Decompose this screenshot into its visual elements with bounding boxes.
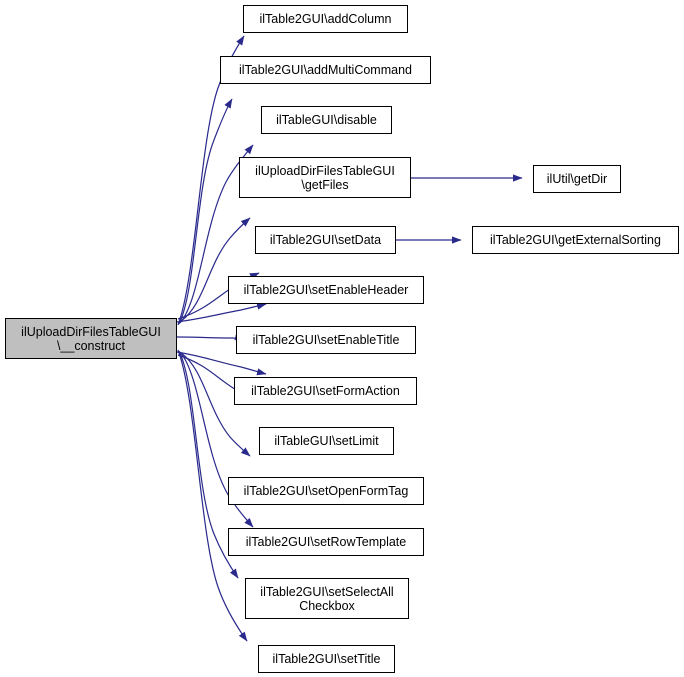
node-setRowTmpl[interactable]: ilTable2GUI\setRowTemplate <box>228 528 424 556</box>
node-setSelAll[interactable]: ilTable2GUI\setSelectAll Checkbox <box>245 578 409 619</box>
call-edge-root-to-setEnTitle <box>176 333 245 341</box>
node-label-disable: ilTableGUI\disable <box>276 113 377 127</box>
call-edge-root-to-getFiles <box>180 217 251 322</box>
call-edge-root-to-setSelAll <box>178 350 239 579</box>
node-getFiles[interactable]: ilUploadDirFilesTableGUI \getFiles <box>239 157 411 198</box>
node-label-getExtSort: ilTable2GUI\getExternalSorting <box>490 233 661 247</box>
node-label-setEnHeader: ilTable2GUI\setEnableHeader <box>243 283 409 297</box>
node-addColumn[interactable]: ilTable2GUI\addColumn <box>243 5 408 33</box>
call-edge-root-to-setFormAct <box>176 351 267 376</box>
node-setFormAct[interactable]: ilTable2GUI\setFormAction <box>234 377 417 405</box>
node-getDir[interactable]: ilUtil\getDir <box>533 165 621 193</box>
node-label-setTitle: ilTable2GUI\setTitle <box>272 652 381 666</box>
node-setOpenForm[interactable]: ilTable2GUI\setOpenFormTag <box>228 477 424 505</box>
call-edge-root-to-setRowTmpl <box>179 351 254 528</box>
node-label-getDir: ilUtil\getDir <box>546 172 608 186</box>
node-setData[interactable]: ilTable2GUI\setData <box>255 226 396 254</box>
node-label-setEnTitle: ilTable2GUI\setEnableTitle <box>252 333 400 347</box>
node-label-addColumn: ilTable2GUI\addColumn <box>259 12 392 26</box>
node-label-setSelAll: ilTable2GUI\setSelectAll Checkbox <box>260 584 394 613</box>
node-label-root: ilUploadDirFilesTableGUI \__construct <box>21 324 161 353</box>
call-edge-root-to-setTitle <box>177 349 248 642</box>
node-label-setOpenForm: ilTable2GUI\setOpenFormTag <box>243 484 409 498</box>
node-label-addMulti: ilTable2GUI\addMultiCommand <box>239 63 412 77</box>
node-setEnHeader[interactable]: ilTable2GUI\setEnableHeader <box>228 276 424 304</box>
node-label-getFiles: ilUploadDirFilesTableGUI \getFiles <box>255 163 395 192</box>
node-root[interactable]: ilUploadDirFilesTableGUI \__construct <box>5 318 177 359</box>
call-edge-root-to-setEnHeader <box>176 302 267 323</box>
node-label-setFormAct: ilTable2GUI\setFormAction <box>251 384 400 398</box>
node-label-setLimit: ilTableGUI\setLimit <box>274 434 379 448</box>
node-getExtSort[interactable]: ilTable2GUI\getExternalSorting <box>472 226 679 254</box>
call-edge-root-to-addMulti <box>178 98 233 325</box>
node-label-setData: ilTable2GUI\setData <box>269 233 382 247</box>
node-setTitle[interactable]: ilTable2GUI\setTitle <box>258 645 395 673</box>
node-disable[interactable]: ilTableGUI\disable <box>261 106 392 134</box>
node-setLimit[interactable]: ilTableGUI\setLimit <box>259 427 394 455</box>
edges <box>176 35 523 642</box>
call-edge-root-to-setOpenForm <box>180 352 251 457</box>
node-label-setRowTmpl: ilTable2GUI\setRowTemplate <box>245 535 407 549</box>
node-setEnTitle[interactable]: ilTable2GUI\setEnableTitle <box>236 326 416 354</box>
node-addMulti[interactable]: ilTable2GUI\addMultiCommand <box>220 56 431 84</box>
